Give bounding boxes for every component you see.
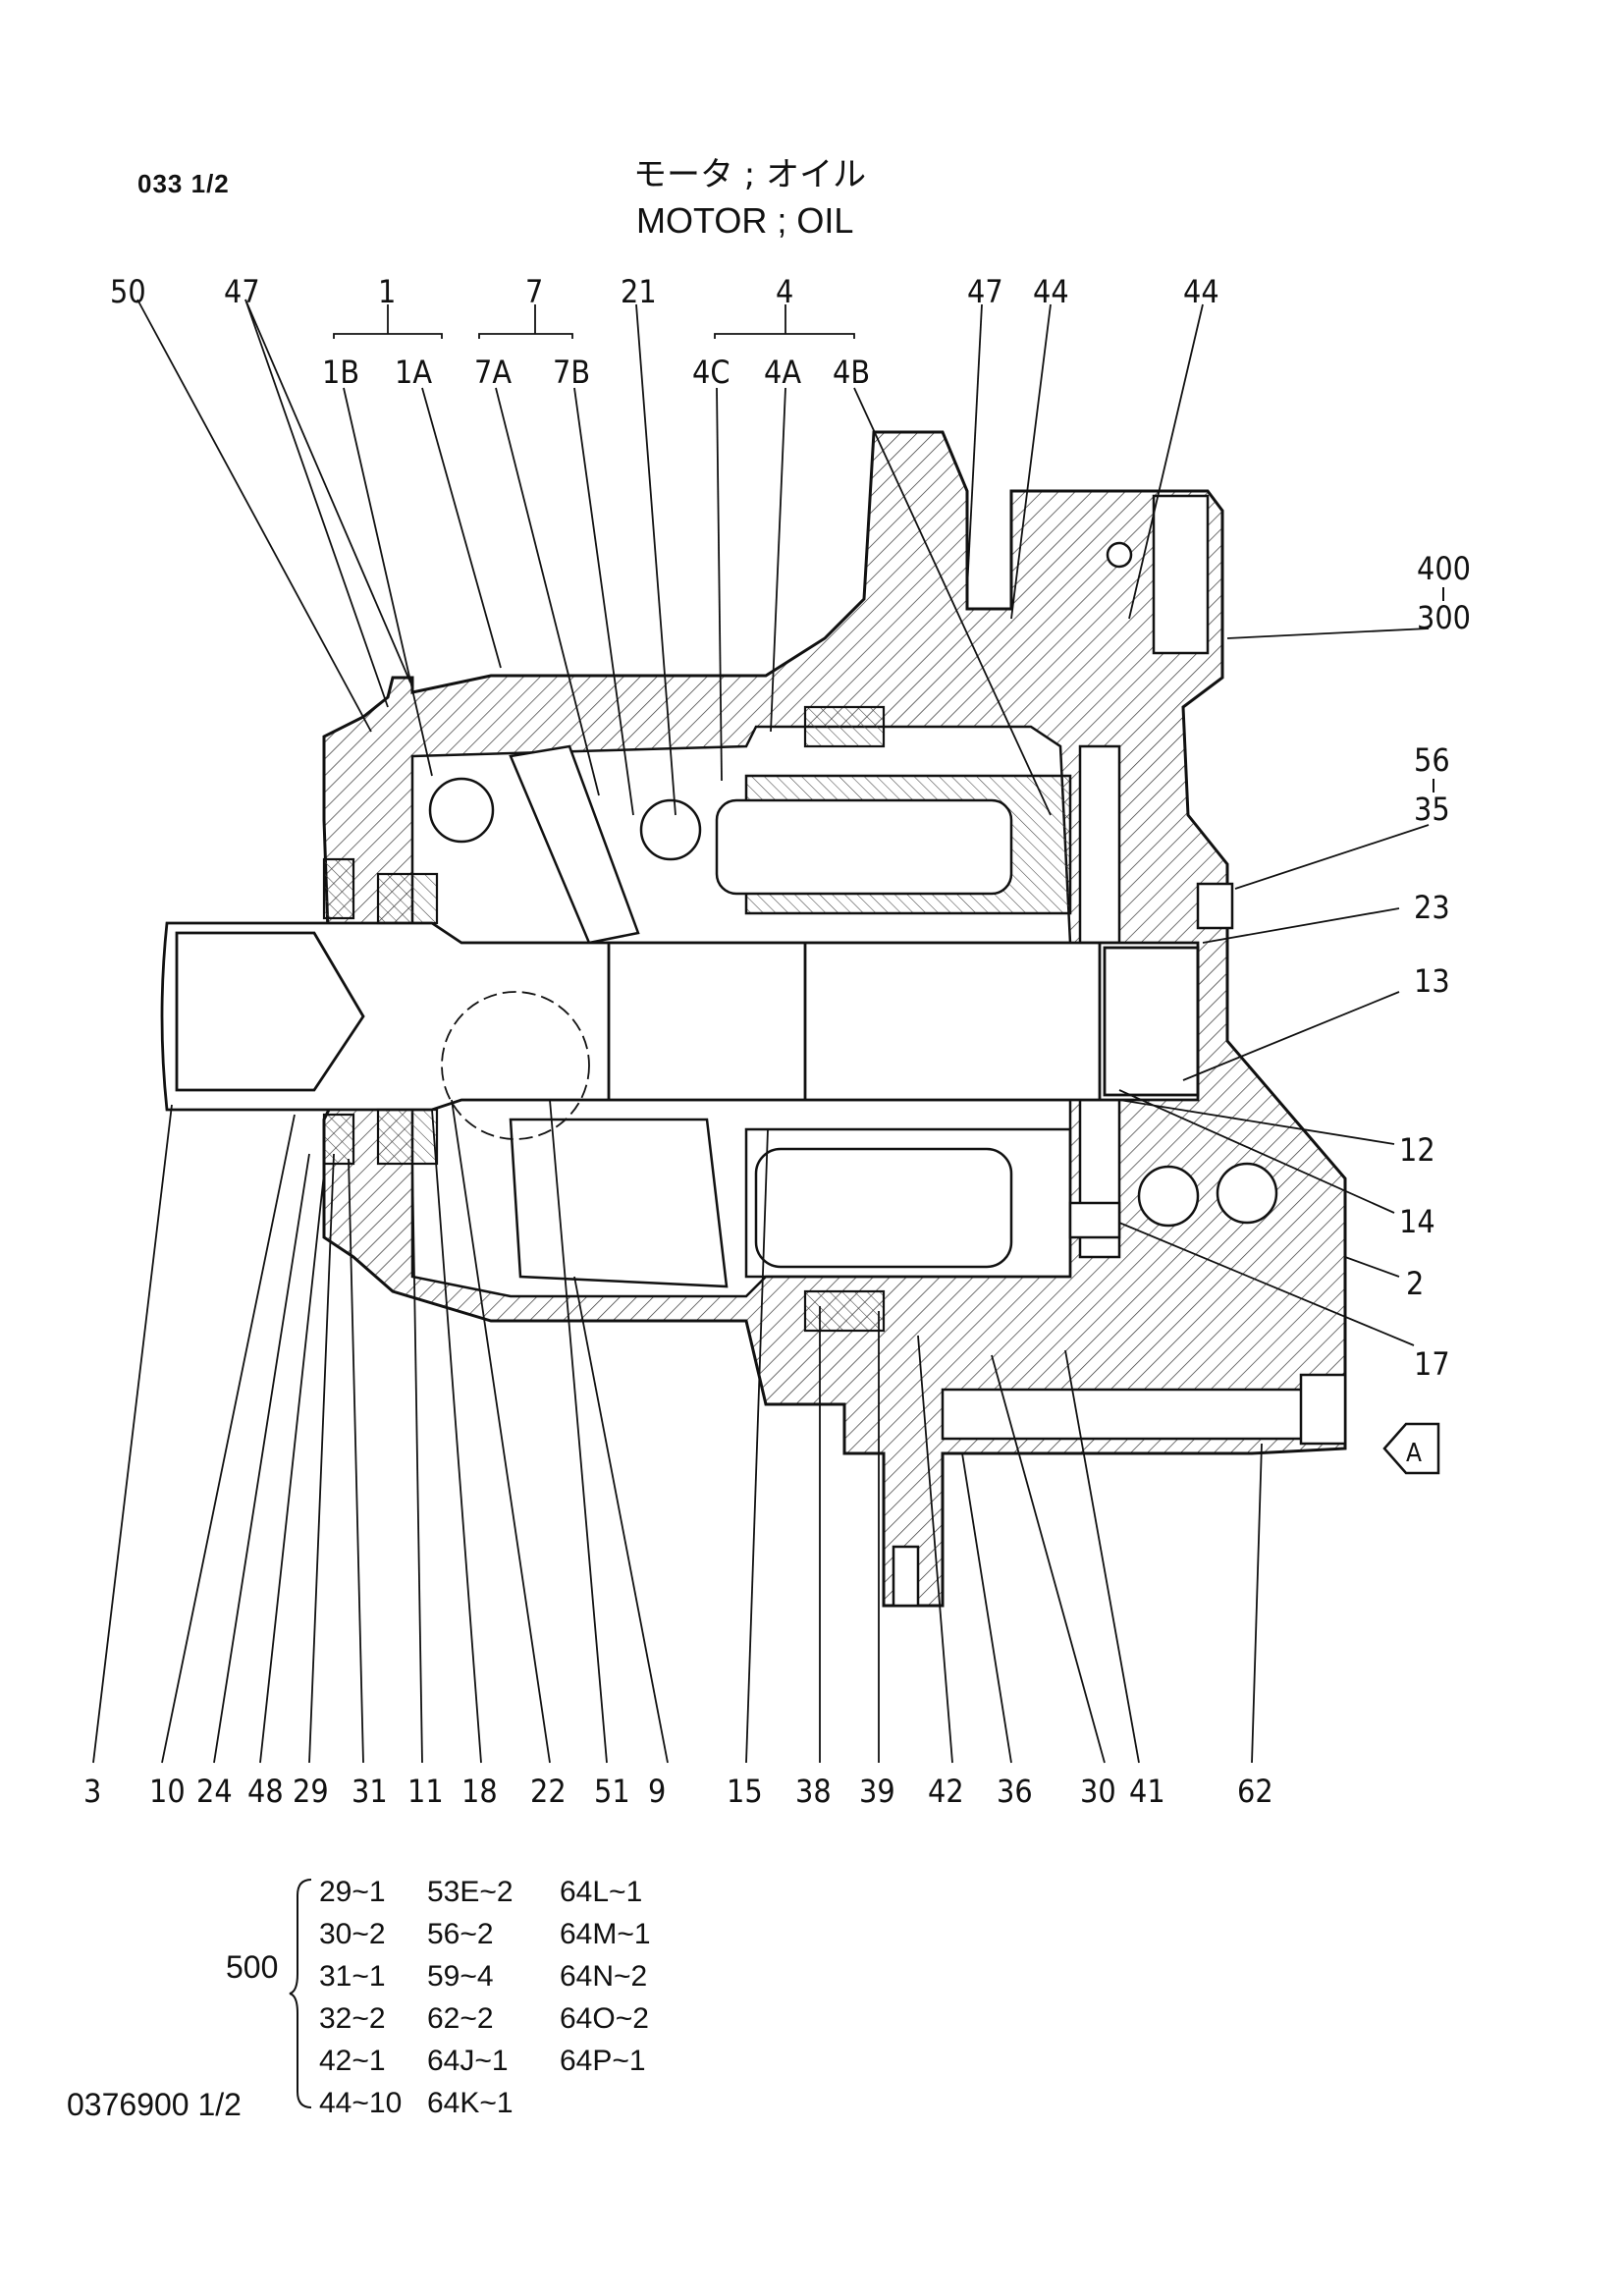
callout-51: 51	[594, 1773, 630, 1810]
kit-brace	[289, 1879, 312, 2108]
title-english: MOTOR ; OIL	[636, 200, 854, 241]
page-code: 033 1/2	[137, 169, 230, 198]
callout-48: 48	[247, 1773, 284, 1810]
callout-30: 30	[1080, 1773, 1116, 1810]
detail-circle	[441, 991, 590, 1140]
callout-1B: 1B	[322, 354, 359, 391]
callout-29: 29	[293, 1773, 329, 1810]
callout-4: 4	[776, 273, 793, 310]
kit-item: 64M~1	[560, 1918, 651, 1950]
kit-item: 31~1	[319, 1960, 386, 1993]
kit-item: 59~4	[427, 1960, 494, 1993]
view-arrow-a	[1382, 1422, 1440, 1475]
kit-item: 64J~1	[427, 2045, 509, 2077]
callout-300: 300	[1417, 599, 1471, 636]
callout-38: 38	[795, 1773, 832, 1810]
callout-7B: 7B	[553, 354, 590, 391]
kit-column-3: 64L~1 64M~1 64N~2 64O~2 64P~1	[560, 1871, 651, 2082]
bearings	[322, 705, 886, 1333]
kit-item: 53E~2	[427, 1876, 514, 1908]
callout-17: 17	[1414, 1345, 1450, 1383]
callout-2: 2	[1406, 1265, 1424, 1302]
output-shaft	[160, 921, 1200, 1112]
callout-21: 21	[621, 273, 657, 310]
callout-31: 31	[352, 1773, 388, 1810]
callout-4B: 4B	[833, 354, 870, 391]
callout-13: 13	[1414, 962, 1450, 1000]
cylinder-block	[715, 774, 1072, 1279]
rear-cover-details	[892, 494, 1347, 1608]
callout-44: 44	[1033, 273, 1069, 310]
callout-1: 1	[378, 273, 396, 310]
callout-7A: 7A	[474, 354, 512, 391]
callout-15: 15	[727, 1773, 763, 1810]
callout-4A: 4A	[764, 354, 801, 391]
callout-10: 10	[149, 1773, 186, 1810]
kit-item: 30~2	[319, 1918, 386, 1950]
callout-35: 35	[1414, 791, 1450, 828]
callout-24: 24	[196, 1773, 233, 1810]
kit-item: 42~1	[319, 2045, 386, 2077]
kit-number: 500	[226, 1949, 279, 1985]
callout-12: 12	[1399, 1131, 1435, 1169]
callout-3: 3	[83, 1773, 101, 1810]
callout-18: 18	[461, 1773, 498, 1810]
callout-7: 7	[525, 273, 543, 310]
right-callouts: 400 300 56 35 23 13 12 14 2 17 A	[1399, 550, 1471, 1468]
kit-item: 64O~2	[560, 2002, 649, 2035]
callout-42: 42	[928, 1773, 964, 1810]
callout-47b: 47	[967, 273, 1003, 310]
swash-plate	[428, 744, 729, 1288]
kit-item: 64P~1	[560, 2045, 646, 2077]
callout-22: 22	[530, 1773, 567, 1810]
top-callouts: 50 47 1 1B 1A 7 7A 7B 21 4 4C 4A 4B 47 4…	[110, 273, 1219, 391]
kit-item: 44~10	[319, 2087, 403, 2119]
callout-47: 47	[224, 273, 260, 310]
callout-39: 39	[859, 1773, 895, 1810]
callout-14: 14	[1399, 1203, 1435, 1240]
leader-lines	[92, 299, 1430, 1764]
kit-item: 64N~2	[560, 1960, 648, 1993]
callout-44b: 44	[1183, 273, 1219, 310]
callout-23: 23	[1414, 889, 1450, 926]
callout-400: 400	[1417, 550, 1471, 587]
kit-item: 29~1	[319, 1876, 386, 1908]
callout-36: 36	[997, 1773, 1033, 1810]
callout-A: A	[1406, 1439, 1422, 1468]
callout-41: 41	[1129, 1773, 1165, 1810]
kit-item: 32~2	[319, 2002, 386, 2035]
kit-column-2: 53E~2 56~2 59~4 62~2 64J~1 64K~1	[427, 1871, 514, 2124]
title-japanese: モータ ; オイル	[633, 155, 867, 194]
kit-item: 64L~1	[560, 1876, 643, 1908]
callout-62: 62	[1237, 1773, 1273, 1810]
kit-column-1: 29~1 30~2 31~1 32~2 42~1 44~10	[319, 1871, 402, 2124]
callout-11: 11	[407, 1773, 444, 1810]
callout-56: 56	[1414, 741, 1450, 779]
callout-50: 50	[110, 273, 146, 310]
kit-item: 56~2	[427, 1918, 494, 1950]
callout-9: 9	[648, 1773, 666, 1810]
kit-item: 62~2	[427, 2002, 494, 2035]
callout-1A: 1A	[395, 354, 432, 391]
kit-item: 64K~1	[427, 2087, 514, 2119]
drawing-number: 0376900 1/2	[67, 2087, 242, 2122]
callout-4C: 4C	[692, 354, 730, 391]
